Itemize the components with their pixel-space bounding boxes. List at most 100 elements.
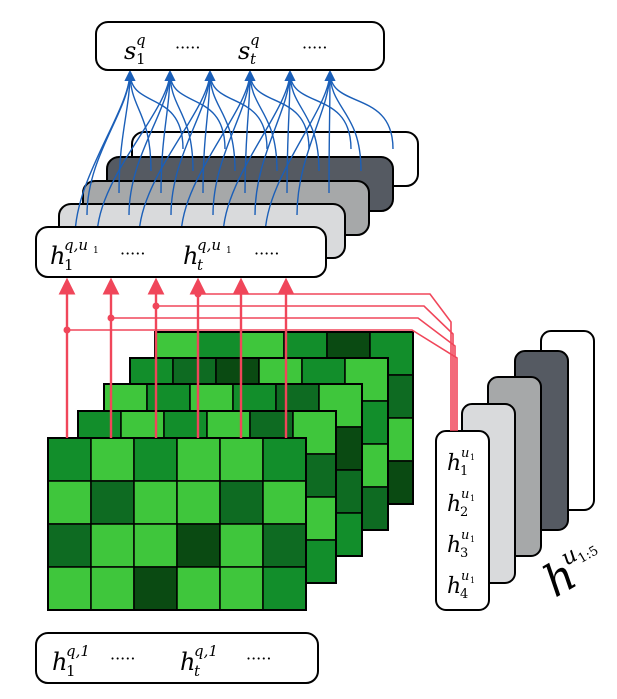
grid-cell [47,566,92,611]
utterance-item-3-supsub: 1 [470,535,475,544]
svg-text:q: q [136,31,146,49]
grid-cell [262,437,307,482]
similarity-grid-stack [47,331,414,611]
grid-cell [133,437,178,482]
red-junction [63,326,71,334]
blue-link [289,71,320,172]
blue-link [169,71,194,172]
blue-link [286,71,291,194]
grid-cell [219,523,264,568]
utterance-item-4-sup: u [461,569,469,584]
svg-text:h: h [52,648,67,676]
utterance-item-1-base: h [447,451,461,476]
svg-text:q: q [250,31,260,49]
utterance-item-1-sub: 1 [460,464,468,479]
blue-link [329,71,362,172]
svg-text:1: 1 [226,246,232,256]
svg-text:h: h [180,648,195,676]
grid-cell [90,437,135,482]
utterance-item-2-sub: 2 [460,505,468,520]
blue-link [212,71,251,216]
svg-text:·····: ····· [120,244,145,263]
grid-cell [176,566,221,611]
blue-link [209,71,236,172]
score-fusion-arrows [74,69,394,238]
blue-link [244,71,251,194]
query-representation-box: h 1 q,1 ····· h t q,1 ····· [35,632,319,684]
red-link [111,317,456,431]
grid-cell [262,566,307,611]
grid-cell [90,480,135,525]
grid-cell [262,523,307,568]
svg-text:q,u: q,u [197,236,221,254]
blue-link [249,71,278,172]
utterance-item-3-sub: 3 [460,546,468,561]
red-junction [152,302,160,310]
red-link [156,305,454,431]
svg-text:1: 1 [136,50,146,68]
red-link [67,329,458,431]
utterance-card-1 [435,430,490,611]
grid-cell [47,437,92,482]
blue-link [169,71,226,150]
grid-cell [47,523,92,568]
grid-layer-5 [47,437,307,611]
blue-link [128,71,171,216]
utterance-label: h u 1:5 [535,542,601,607]
svg-text:q,u: q,u [64,236,88,254]
grid-cell [219,566,264,611]
blue-link [249,71,310,150]
grid-cell [176,523,221,568]
svg-text:h: h [183,242,198,270]
svg-text:t: t [250,50,257,68]
svg-text:t: t [194,662,201,680]
svg-text:·····: ····· [254,244,279,263]
svg-text:h: h [50,242,65,270]
utterance-item-3-base: h [447,533,461,558]
utterance-item-1-supsub: 1 [470,453,475,462]
grid-cell [133,523,178,568]
blue-link [264,71,331,238]
svg-text:·····: ····· [246,649,271,668]
grid-cell [219,437,264,482]
svg-text:s: s [238,37,250,65]
svg-text:1: 1 [93,246,99,256]
blue-link [289,71,352,150]
svg-text:t: t [197,256,204,274]
blue-link [180,71,251,238]
blue-link [118,71,131,194]
utterance-item-3-sup: u [461,528,469,543]
svg-text:s: s [124,37,136,65]
grid-cell [262,480,307,525]
svg-text:·····: ····· [302,38,327,57]
red-junction [194,290,202,298]
matched-representation-box: h 1 q,u 1 ····· h t q,u 1 ····· [35,226,327,278]
utterance-item-2-sup: u [461,487,469,502]
utterance-item-4-supsub: 1 [470,576,475,585]
grid-cell [90,523,135,568]
grid-cell [133,480,178,525]
score-box: s 1 q ····· s t q ····· [95,21,385,71]
svg-text:q,1: q,1 [66,642,90,660]
blue-link [222,71,291,238]
utterance-item-2-base: h [447,492,461,517]
svg-text:1: 1 [64,256,74,274]
attention-arrows [58,277,458,438]
grid-cell [219,480,264,525]
utterance-item-4-base: h [447,574,461,599]
svg-text:·····: ····· [175,38,200,57]
grid-border [47,437,307,611]
svg-text:1: 1 [66,662,76,680]
blue-link [329,71,394,150]
utterance-item-1-sup: u [461,446,469,461]
grid-cell [47,480,92,525]
blue-link [170,71,211,216]
utterance-item-2-supsub: 1 [470,494,475,503]
grid-cell [90,566,135,611]
svg-text:q,1: q,1 [194,642,218,660]
blue-link [254,71,291,216]
grid-cell [176,437,221,482]
blue-link [86,71,131,216]
